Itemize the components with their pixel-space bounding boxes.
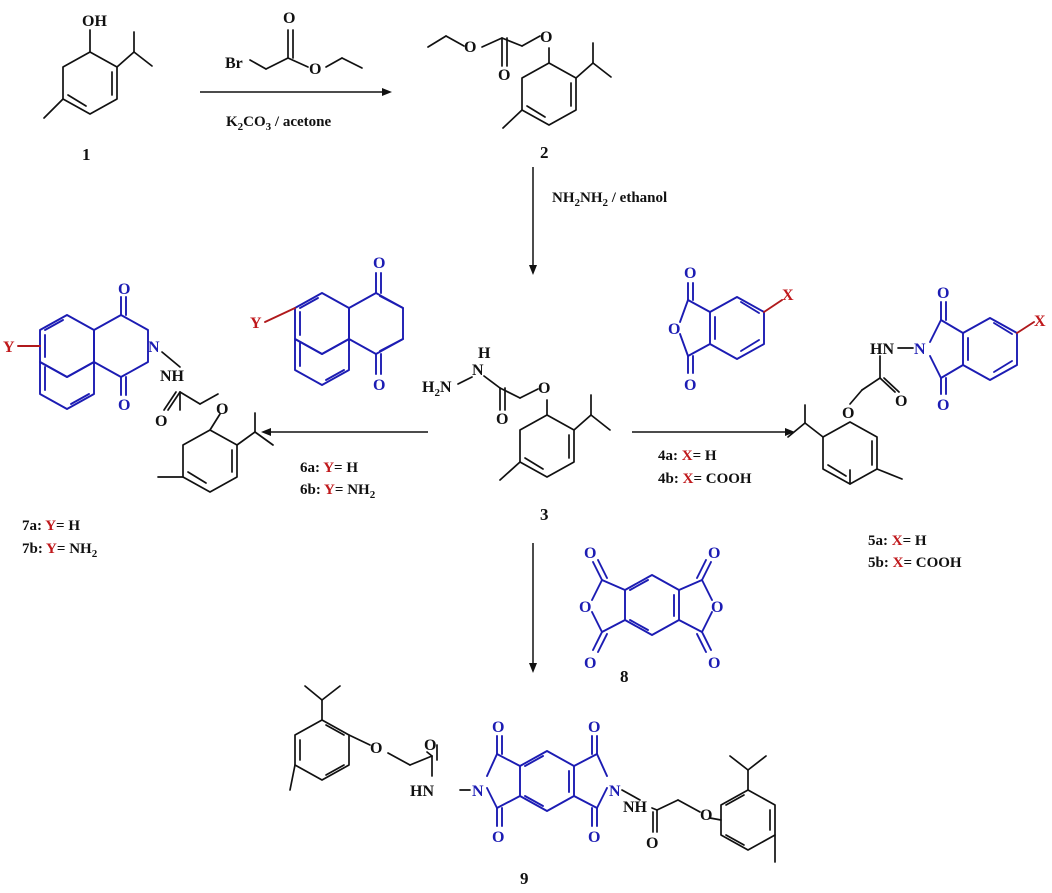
- imide-n-label: N: [148, 339, 160, 356]
- label-4b: 4b: X= COOH: [658, 471, 752, 487]
- bromine-label: Br: [225, 55, 243, 72]
- imide-n-label: N: [609, 783, 621, 800]
- label-7b: 7b: Y= NH2: [22, 541, 98, 560]
- label-5a: 5a: X= H: [868, 533, 927, 549]
- label-7a: 7a: Y= H: [22, 518, 80, 534]
- compound-2-label: 2: [540, 143, 549, 162]
- carbonyl-oxygen-label: O: [937, 397, 949, 414]
- ether-oxygen-label: O: [370, 740, 382, 757]
- ether-oxygen-label: O: [538, 380, 550, 397]
- hydrazide-nh2-label: H2N: [422, 379, 452, 399]
- hydrazide-h-label: H: [478, 345, 491, 362]
- ester-oxygen-label: O: [464, 39, 476, 56]
- substituent-y-label: Y: [3, 339, 15, 356]
- ring-oxygen-label: O: [668, 321, 680, 338]
- amide-nh-label: NH: [623, 799, 648, 816]
- compound-1-structure: OH: [43, 13, 153, 119]
- carbonyl-oxygen-label: O: [155, 413, 167, 430]
- carbonyl-oxygen-label: O: [684, 377, 696, 394]
- substituent-x-label: X: [1034, 313, 1046, 330]
- carbonyl-oxygen-label: O: [283, 10, 295, 27]
- carbonyl-oxygen-label: O: [584, 545, 596, 562]
- ethyl-bromoacetate-structure: Br O O: [225, 10, 363, 78]
- ether-oxygen-label: O: [540, 29, 552, 46]
- ring-oxygen-label: O: [711, 599, 723, 616]
- carbonyl-oxygen-label: O: [118, 397, 130, 414]
- reagent-8-structure: O O O O O O: [579, 545, 723, 672]
- substituent-y-label: Y: [250, 315, 262, 332]
- reagent-k2co3-acetone: K2CO3 / acetone: [226, 114, 331, 133]
- label-6a: 6a: Y= H: [300, 460, 358, 476]
- carbonyl-oxygen-label: O: [895, 393, 907, 410]
- compound-1-label: 1: [82, 145, 91, 164]
- carbonyl-oxygen-label: O: [373, 377, 385, 394]
- product-5-structure: O O N HN O O X: [787, 285, 1046, 485]
- ester-oxygen-label: O: [309, 61, 321, 78]
- amide-hn-label: HN: [410, 783, 434, 800]
- compound-8-label: 8: [620, 667, 629, 686]
- carbonyl-oxygen-label: O: [588, 829, 600, 846]
- compound-3-label: 3: [540, 505, 549, 524]
- carbonyl-oxygen-label: O: [684, 265, 696, 282]
- carbonyl-oxygen-label: O: [708, 655, 720, 672]
- compound-3-structure: O O H N H2N: [422, 345, 611, 481]
- carbonyl-oxygen-label: O: [584, 655, 596, 672]
- label-4a: 4a: X= H: [658, 448, 717, 464]
- imide-n-label: N: [472, 783, 484, 800]
- product-9-structure: O O O O N N HN NH O O O O: [289, 685, 776, 863]
- carbonyl-oxygen-label: O: [118, 281, 130, 298]
- compound-2-structure: O O O: [427, 29, 612, 129]
- compound-9-label: 9: [520, 869, 529, 888]
- carbonyl-oxygen-label: O: [498, 67, 510, 84]
- carbonyl-oxygen-label: O: [424, 737, 436, 754]
- carbonyl-oxygen-label: O: [492, 829, 504, 846]
- carbonyl-oxygen-label: O: [496, 411, 508, 428]
- label-6b: 6b: Y= NH2: [300, 482, 376, 501]
- carbonyl-oxygen-label: O: [708, 545, 720, 562]
- substituent-x-label: X: [782, 287, 794, 304]
- reagent-6-structure: Y O O: [250, 255, 404, 394]
- carbonyl-oxygen-label: O: [646, 835, 658, 852]
- reagent-4-structure: O O O X: [668, 265, 794, 394]
- amide-hn-label: HN: [870, 341, 894, 358]
- reagent-hydrazine-ethanol: NH2NH2 / ethanol: [552, 190, 667, 209]
- carbonyl-oxygen-label: O: [373, 255, 385, 272]
- ring-oxygen-label: O: [579, 599, 591, 616]
- ether-oxygen-label: O: [700, 807, 712, 824]
- amide-nh-label: NH: [160, 368, 185, 385]
- hydroxyl-label: OH: [82, 13, 107, 30]
- carbonyl-oxygen-label: O: [492, 719, 504, 736]
- imide-n-label: N: [914, 341, 926, 358]
- product-7-structure: Y O O N NH O O: [3, 281, 274, 493]
- label-5b: 5b: X= COOH: [868, 555, 962, 571]
- hydrazide-n-label: N: [472, 362, 484, 379]
- ether-oxygen-label: O: [842, 405, 854, 422]
- ether-oxygen-label: O: [216, 401, 228, 418]
- carbonyl-oxygen-label: O: [588, 719, 600, 736]
- carbonyl-oxygen-label: O: [937, 285, 949, 302]
